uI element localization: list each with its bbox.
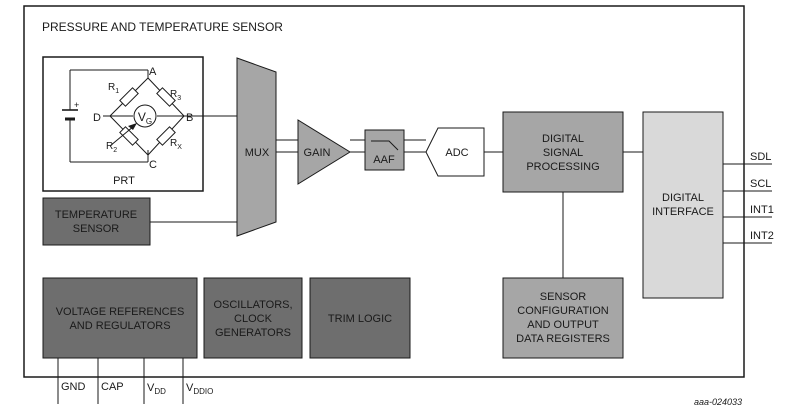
registers-label-3: AND OUTPUT: [527, 319, 599, 331]
gain-label: GAIN: [304, 147, 331, 159]
lowpass-filter-icon: [371, 140, 399, 151]
gain-block: [297, 119, 351, 185]
node-c-label: C: [149, 159, 157, 171]
variable-arrow: [109, 125, 135, 147]
dsp-label-2: SIGNAL: [543, 147, 583, 159]
voltage-references-block: [42, 277, 198, 359]
r1-label: R1: [108, 82, 119, 95]
oscillators-block: [203, 277, 303, 359]
diagram-title: PRESSURE AND TEMPERATURE SENSOR: [42, 20, 283, 34]
bridge-plus-label: +: [74, 100, 79, 110]
pin-int2-label: INT2: [750, 230, 774, 242]
variable-arrow-head: [128, 123, 137, 130]
mux-block: [236, 57, 277, 237]
figure-id: aaa-024033: [694, 397, 742, 407]
dsp-label-1: DIGITAL: [542, 133, 584, 145]
dsp-label-3: PROCESSING: [526, 161, 599, 173]
prt-label: PRT: [113, 175, 135, 187]
wheatstone-bridge: [62, 69, 205, 163]
digital-interface-block: [642, 111, 724, 299]
voltage-references-label-1: VOLTAGE REFERENCES: [56, 306, 185, 318]
rx-label: RX: [170, 138, 182, 151]
node-d-label: D: [93, 112, 101, 124]
node-a-label: A: [149, 66, 157, 78]
trim-logic-label: TRIM LOGIC: [328, 313, 392, 325]
registers-block: [502, 277, 624, 359]
galvanometer-label: VG: [138, 110, 152, 126]
digital-interface-label-2: INTERFACE: [652, 206, 714, 218]
prt-box: [42, 56, 204, 192]
adc-label: ADC: [445, 147, 468, 159]
resistor-rx: [156, 126, 176, 146]
temperature-sensor-label-1: TEMPERATURE: [55, 209, 137, 221]
adc-block: [425, 127, 485, 177]
mux-label: MUX: [245, 147, 270, 159]
temperature-sensor-block: [42, 197, 151, 246]
pin-vdd-label: VDD: [147, 382, 166, 396]
registers-label-4: DATA REGISTERS: [516, 333, 610, 345]
node-b-label: B: [186, 112, 193, 124]
resistor-r3: [156, 87, 176, 107]
resistor-r1: [119, 87, 139, 107]
registers-label-1: SENSOR: [540, 291, 587, 303]
galvanometer: [133, 104, 157, 128]
pin-gnd-label: GND: [61, 381, 86, 393]
pin-sdl-label: SDL: [750, 151, 771, 163]
r3-label: R3: [170, 89, 181, 102]
pin-cap-label: CAP: [101, 381, 124, 393]
oscillators-label-2: CLOCK: [234, 313, 273, 325]
digital-interface-label-1: DIGITAL: [662, 192, 704, 204]
pin-scl-label: SCL: [750, 178, 771, 190]
trim-logic-block: [309, 277, 411, 359]
pin-vddio-label: VDDIO: [186, 382, 213, 396]
resistor-r2: [119, 126, 139, 146]
registers-label-2: CONFIGURATION: [517, 305, 609, 317]
oscillators-label-1: OSCILLATORS,: [213, 299, 292, 311]
r2-label: R2: [106, 141, 117, 154]
aaf-label: AAF: [373, 154, 395, 166]
dsp-block: [502, 111, 624, 193]
pin-int1-label: INT1: [750, 204, 774, 216]
temperature-sensor-label-2: SENSOR: [73, 223, 120, 235]
signal-wires: [57, 115, 772, 404]
voltage-references-label-2: AND REGULATORS: [69, 320, 170, 332]
oscillators-label-3: GENERATORS: [215, 327, 291, 339]
